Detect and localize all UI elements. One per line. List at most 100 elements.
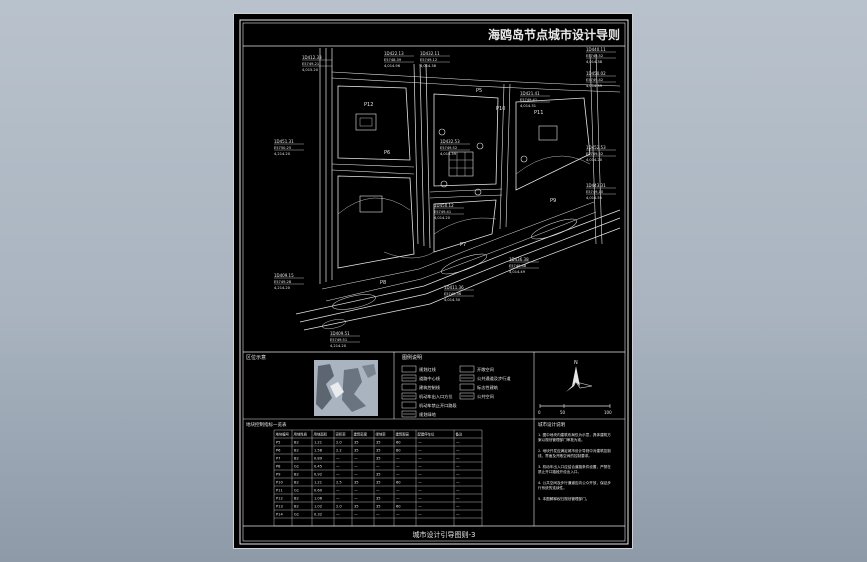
table-cell: 60 (396, 505, 401, 509)
notes-panel: 城市设计说明 1. 图中地块内建筑布局仅为示意，具体建筑方案以规划管理部门审批为… (538, 421, 611, 501)
coordinate-id: 1D432.11 (420, 51, 440, 56)
parcel-label: P11 (534, 110, 543, 116)
table-cell: — (376, 489, 380, 493)
compass-north-label: N (574, 360, 578, 366)
coordinate-e: E5749.52 (586, 152, 603, 156)
table-cell: — (336, 457, 340, 461)
coordinate-e: E5749.52 (440, 146, 457, 150)
legend-title: 图例说明 (402, 354, 422, 361)
table-cell: — (396, 473, 400, 477)
parcel-label: P7 (460, 242, 466, 248)
table-cell: 0.89 (314, 457, 323, 461)
table-header: 备注 (456, 432, 463, 437)
coordinate-n: 4,014.49 (509, 270, 526, 274)
legend-label: 标志性建筑 (477, 384, 499, 391)
table-cell: — (336, 465, 340, 469)
table-cell: — (376, 465, 380, 469)
coordinate-n: 4,014.55 (586, 196, 602, 200)
scale-label: 0 (538, 410, 541, 415)
legend-label: 道路中心线 (419, 375, 441, 382)
table-cell: P9 (276, 473, 281, 477)
table-cell: 60 (396, 441, 401, 445)
table-cell: B2 (294, 441, 299, 445)
table-cell: P7 (276, 457, 280, 461)
table-cell: 2.0 (336, 441, 342, 445)
table-cell: B2 (294, 473, 299, 477)
table-header: 用地性质 (294, 432, 308, 437)
parcel-label: P5 (476, 88, 482, 94)
coordinate-n: 4,014.31 (520, 104, 536, 108)
table-cell: — (456, 449, 460, 453)
table-header: 建筑密度 (354, 432, 368, 437)
coordinate-n: 4,014.36 (420, 64, 437, 68)
table-cell: — (456, 457, 460, 461)
table-cell: — (418, 513, 422, 517)
table-cell: G1 (294, 513, 299, 517)
legend-swatch (401, 365, 417, 373)
legend-item: 规划绿地 (401, 410, 437, 418)
drawing-sheet: 海鸥岛节点城市设计导则 (233, 13, 633, 549)
legend-label: 开敞空间 (477, 366, 494, 373)
index-table: 地块控制指标一览表 地块编号用地性质用地面积容积率建筑密度绿地率建筑限高配建停车… (246, 421, 483, 527)
coordinate-id: 1D451.31 (274, 139, 294, 144)
parcel-labels: P5 P6 P7 P8 P9 P10 P11 P12 (364, 88, 556, 286)
parcel-label: P10 (496, 106, 505, 112)
note-item: 2. 地块开发应满足城市设计导则中对建筑控制线、界面及开敞空间的控制要求。 (538, 448, 611, 458)
scale-bar: 0 50 100 (538, 404, 612, 415)
table-cell: P8 (276, 465, 281, 469)
table-cell: P11 (276, 489, 283, 493)
notes-title: 城市设计说明 (538, 421, 565, 428)
table-cell: 35 (354, 481, 359, 485)
coordinate-e: E5749.36 (444, 292, 462, 296)
coordinate-e: E5749.38 (509, 264, 527, 268)
coordinate-id: 1D409.15 (274, 273, 294, 278)
coordinate-n: 4,014.96 (384, 64, 401, 68)
coordinate-n: 4,014.30 (444, 298, 461, 302)
table-cell: — (418, 505, 422, 509)
table-cell: — (354, 457, 358, 461)
table-cell: 35 (376, 473, 381, 477)
table-cell: 60 (396, 481, 401, 485)
legend-item: 规划红线 (401, 365, 437, 373)
table-cell: — (418, 481, 422, 485)
legend-swatch (401, 410, 417, 418)
coordinate-id: 1D443.31 (586, 183, 606, 188)
legend-label: 机动车禁止开口路段 (419, 402, 458, 409)
coordinate-id: 1D412.33 (302, 55, 322, 60)
table-cell: 2.0 (336, 505, 342, 509)
coordinate-id: 1D440.11 (586, 47, 606, 52)
table-cell: — (354, 489, 358, 493)
legend-item: 机动车出入口方位 (401, 392, 453, 400)
coordinate-e: E5749.10 (586, 190, 604, 194)
coordinate-id: 1D450.12 (434, 203, 454, 208)
coordinate-id: 1D450.02 (586, 71, 606, 76)
table-cell: G1 (294, 465, 299, 469)
table-cell: 80 (396, 449, 401, 453)
legend-label: 规划红线 (419, 366, 437, 373)
coordinate-n: 4,014.39 (440, 152, 457, 156)
site-plan (295, 48, 621, 331)
table-cell: 35 (376, 457, 381, 461)
table-cell: — (396, 513, 400, 517)
coordinate-e: E5749.12 (420, 58, 437, 62)
table-cell: B2 (294, 497, 299, 501)
parcel-label: P8 (380, 280, 386, 286)
scale-label: 50 (560, 410, 566, 415)
table-cell: — (456, 505, 460, 509)
coordinate-id: 1D436.38 (509, 257, 529, 262)
coordinate-n: 4,014.38 (586, 60, 603, 64)
table-cell: — (456, 473, 460, 477)
parcel-label: P9 (550, 198, 556, 204)
table-cell: 35 (376, 481, 381, 485)
footer-title: 城市设计引导图则-3 (413, 530, 476, 539)
